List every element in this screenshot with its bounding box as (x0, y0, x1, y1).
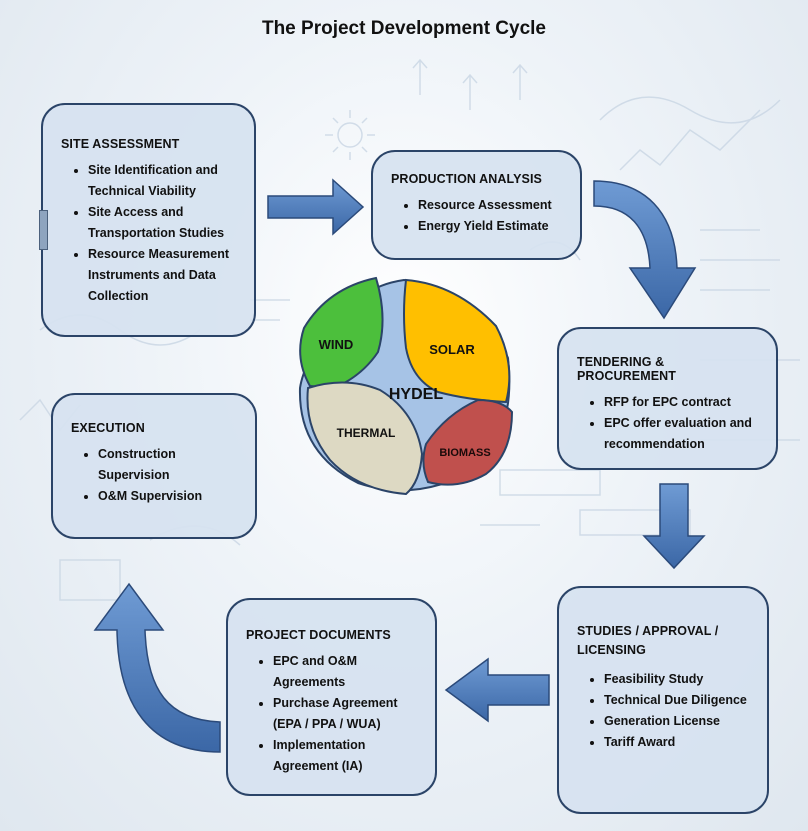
list-item: Feasibility Study (604, 669, 751, 690)
list-item: EPC and O&M Agreements (273, 651, 419, 693)
list-item: EPC offer evaluation and recommendation (604, 413, 760, 455)
thermal-label: THERMAL (337, 426, 396, 440)
list-item: Generation License (604, 711, 751, 732)
list-item: Tariff Award (604, 732, 751, 753)
studies-box: STUDIES / APPROVAL / LICENSING Feasibili… (557, 586, 769, 814)
list-item: O&M Supervision (98, 486, 239, 507)
arrow-right-top (267, 178, 365, 236)
list-item: Technical Due Diligence (604, 690, 751, 711)
list-item: Purchase Agreement (EPA / PPA / WUA) (273, 693, 419, 735)
production-analysis-box: PRODUCTION ANALYSIS Resource Assessment … (371, 150, 582, 260)
solar-label: SOLAR (429, 342, 475, 357)
biomass-segment (422, 398, 514, 486)
list-item: Site Identification and Technical Viabil… (88, 160, 238, 202)
resize-handle (39, 210, 48, 250)
wind-segment (299, 276, 384, 390)
arrow-left-bottom (444, 657, 550, 723)
thermal-segment (306, 381, 424, 496)
arrow-curve-up-left (93, 582, 221, 753)
studies-title: STUDIES / APPROVAL / LICENSING (577, 624, 719, 657)
list-item: Implementation Agreement (IA) (273, 735, 419, 777)
list-item: RFP for EPC contract (604, 392, 760, 413)
wind-label: WIND (319, 337, 354, 352)
production-analysis-title: PRODUCTION ANALYSIS (391, 172, 542, 186)
energy-wheel: WIND SOLAR HYDEL THERMAL BIOMASS (298, 276, 514, 496)
list-item: Construction Supervision (98, 444, 239, 486)
project-documents-box: PROJECT DOCUMENTS EPC and O&M Agreements… (226, 598, 437, 796)
list-item: Energy Yield Estimate (418, 216, 564, 237)
project-documents-title: PROJECT DOCUMENTS (246, 628, 391, 642)
execution-title: EXECUTION (71, 421, 145, 435)
arrow-curve-down-right (593, 180, 697, 320)
arrow-down-right (642, 483, 706, 570)
tendering-box: TENDERING & PROCUREMENT RFP for EPC cont… (557, 327, 778, 470)
site-assessment-title: SITE ASSESSMENT (61, 137, 180, 151)
execution-box: EXECUTION Construction Supervision O&M S… (51, 393, 257, 539)
hydel-label: HYDEL (389, 386, 443, 403)
site-assessment-box: SITE ASSESSMENT Site Identification and … (41, 103, 256, 337)
page-title: The Project Development Cycle (261, 18, 547, 39)
list-item: Resource Measurement Instruments and Dat… (88, 244, 238, 307)
biomass-label: BIOMASS (439, 447, 490, 459)
list-item: Site Access and Transportation Studies (88, 202, 238, 244)
list-item: Resource Assessment (418, 195, 564, 216)
tendering-title: TENDERING & PROCUREMENT (577, 355, 677, 383)
